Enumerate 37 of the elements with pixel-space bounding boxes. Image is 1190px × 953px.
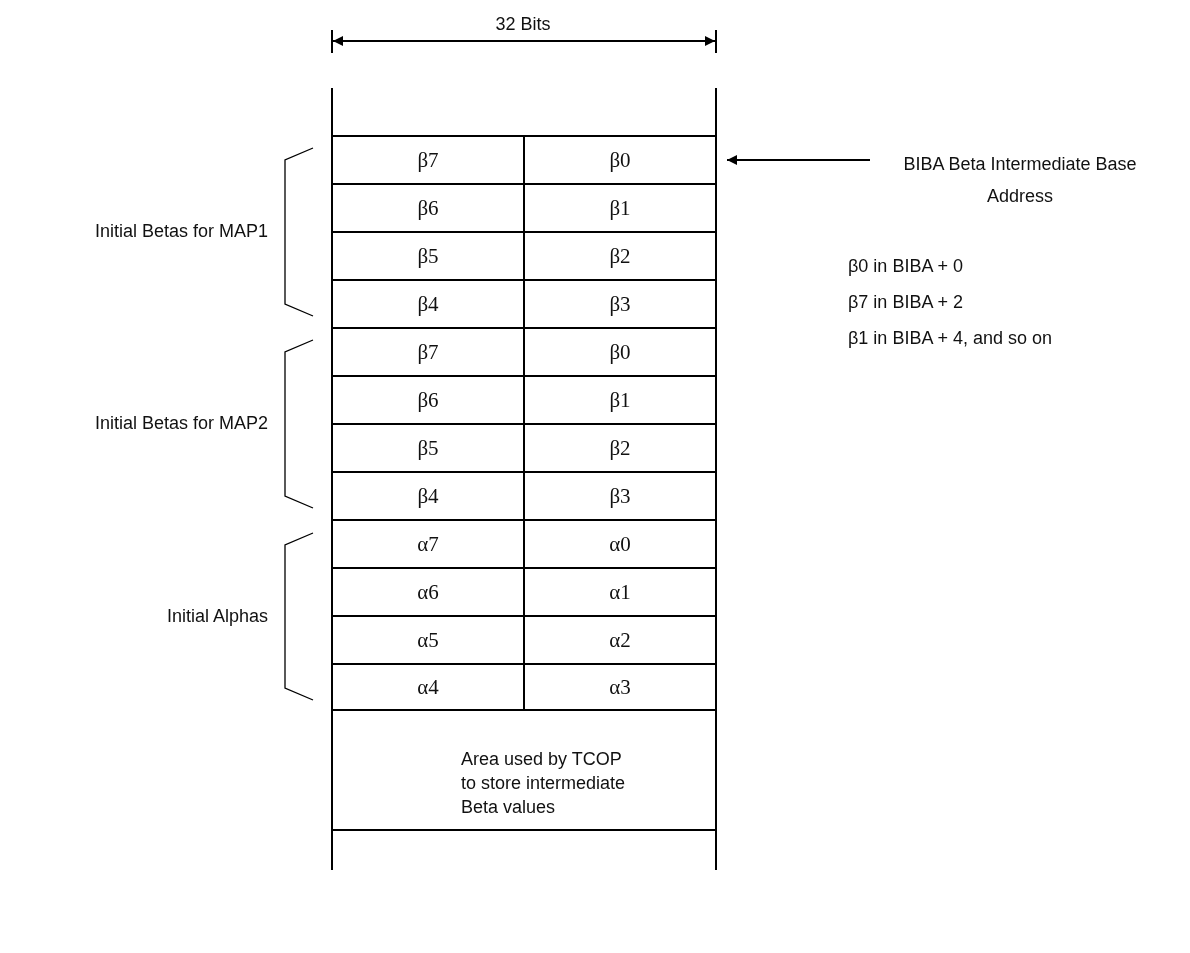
memory-cell: α4 — [331, 663, 523, 711]
memory-cell: β4 — [331, 279, 523, 327]
memory-cell: β2 — [523, 231, 717, 279]
memory-cell: β5 — [331, 231, 523, 279]
memory-cell: β0 — [523, 135, 717, 183]
memory-cell: β5 — [331, 423, 523, 471]
memory-cell: α1 — [523, 567, 717, 615]
memory-cell: α3 — [523, 663, 717, 711]
memory-cell: α5 — [331, 615, 523, 663]
memory-cell: α0 — [523, 519, 717, 567]
memory-cell: α6 — [331, 567, 523, 615]
memory-slot — [331, 88, 717, 135]
address-note: β1 in BIBA + 4, and so on — [848, 328, 1052, 348]
group-label: Initial Betas for MAP2 — [94, 413, 268, 433]
memory-cell: β7 — [331, 135, 523, 183]
memory-area — [331, 711, 717, 831]
memory-cell: α2 — [523, 615, 717, 663]
memory-cell: β1 — [523, 375, 717, 423]
memory-cell: β7 — [331, 327, 523, 375]
memory-cell: β3 — [523, 279, 717, 327]
group-label: Initial Betas for MAP1 — [94, 221, 268, 241]
area-description: Area used by TCOP to store intermediate Beta values — [461, 748, 627, 819]
memory-cell: β6 — [331, 183, 523, 231]
pointer-label: BIBA Beta Intermediate Base Address — [880, 148, 1160, 208]
group-label: Initial Alphas — [166, 606, 268, 626]
memory-cell: β3 — [523, 471, 717, 519]
memory-cell: α7 — [331, 519, 523, 567]
memory-cell: β2 — [523, 423, 717, 471]
address-note: β0 in BIBA + 0 — [848, 256, 963, 276]
memory-cell: β1 — [523, 183, 717, 231]
dimension-label: 32 Bits — [495, 14, 551, 34]
memory-slot — [331, 831, 717, 870]
arrow — [726, 155, 871, 165]
address-note: β7 in BIBA + 2 — [848, 292, 963, 312]
memory-cell: β4 — [331, 471, 523, 519]
memory-cell: β6 — [331, 375, 523, 423]
memory-cell: β0 — [523, 327, 717, 375]
